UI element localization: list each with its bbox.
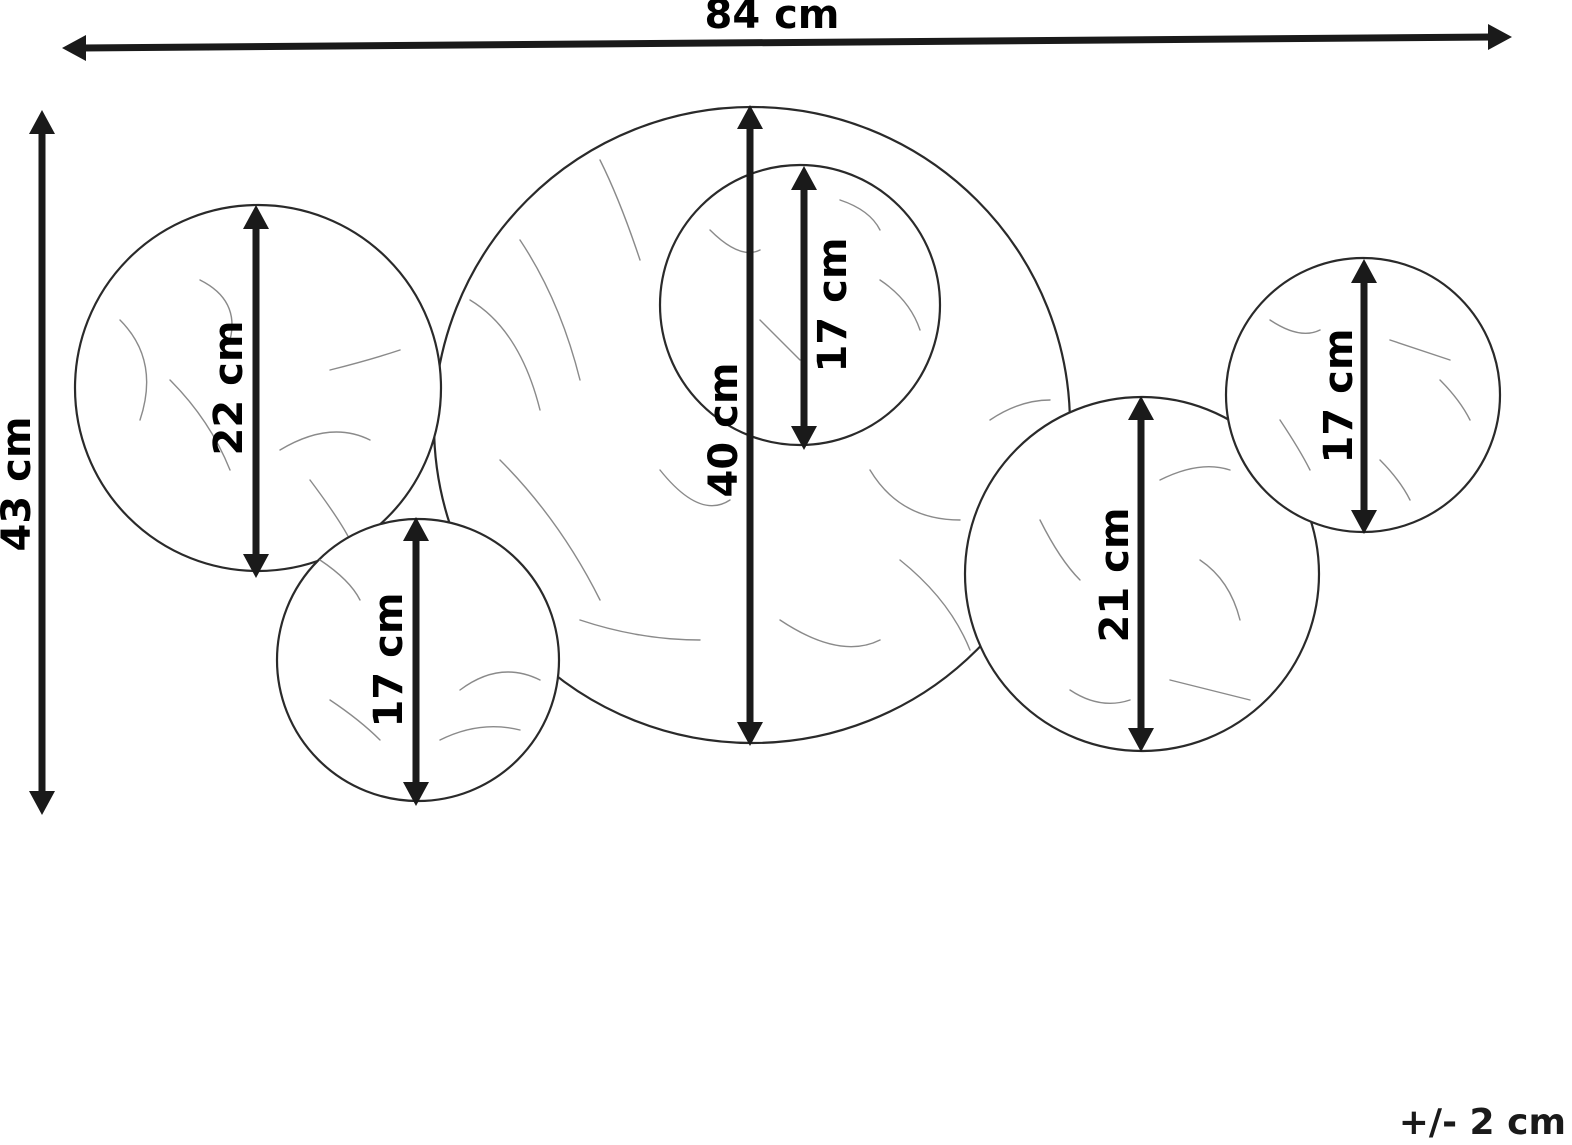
- overall-width-label: 84 cm: [705, 0, 840, 38]
- tolerance-note: +/- 2 cm: [1398, 1102, 1566, 1143]
- circle-center-inner-arrow: 17 cm: [791, 166, 856, 450]
- circle-center-large-arrow: 40 cm: [701, 105, 763, 746]
- circle-right-small-arrow: 17 cm: [1316, 259, 1377, 534]
- circle-left-top-label: 22 cm: [206, 321, 252, 456]
- circle-center-inner-label: 17 cm: [810, 238, 856, 373]
- overall-height-arrow: 43 cm: [0, 110, 55, 815]
- circle-left-top-arrow: 22 cm: [206, 205, 269, 578]
- circle-left-bottom-arrow: 17 cm: [366, 517, 429, 806]
- overall-width-arrow: 84 cm: [62, 0, 1512, 61]
- circle-center-large-label: 40 cm: [701, 363, 747, 498]
- overall-height-label: 43 cm: [0, 417, 40, 552]
- circle-right-large-label: 21 cm: [1092, 508, 1138, 643]
- circle-right-small-label: 17 cm: [1316, 329, 1362, 464]
- circle-left-bottom-label: 17 cm: [366, 593, 412, 728]
- circle-right-large-arrow: 21 cm: [1092, 396, 1154, 752]
- circle-center-inner: [658, 163, 942, 447]
